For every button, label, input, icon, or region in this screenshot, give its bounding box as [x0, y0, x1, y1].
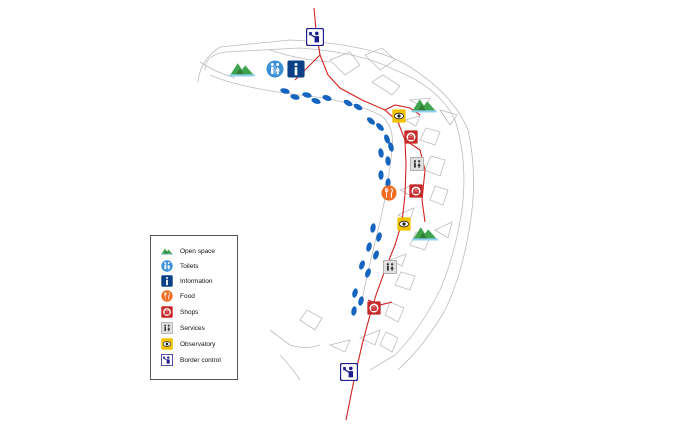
open-space-icon — [161, 245, 173, 257]
legend-item-services: Services — [161, 321, 205, 335]
legend-label: Observatory — [180, 340, 216, 348]
open-space-icon — [411, 99, 437, 113]
observatory-icon — [161, 338, 173, 350]
legend-label: Food — [180, 292, 195, 300]
legend-label: Border control — [180, 356, 221, 364]
toilets-icon — [161, 260, 173, 272]
legend-item-information: Information — [161, 274, 213, 288]
food-icon — [161, 290, 173, 302]
legend-item-border-control: Border control — [161, 353, 221, 367]
border-control-icon — [340, 363, 358, 381]
shops-icon — [161, 306, 173, 318]
shops-icon — [404, 130, 418, 144]
information-icon — [161, 275, 173, 287]
observatory-icon — [392, 109, 406, 123]
legend-item-shops: Shops — [161, 305, 198, 319]
shops-icon — [409, 184, 423, 198]
border-control-icon — [161, 354, 173, 366]
legend-label: Open space — [180, 247, 216, 255]
services-icon — [161, 322, 173, 334]
information-icon — [287, 60, 305, 78]
street-outlines — [197, 39, 474, 381]
legend-item-observatory: Observatory — [161, 337, 215, 351]
legend-label: Shops — [180, 308, 199, 316]
open-space-icon — [229, 63, 255, 77]
legend-label: Toilets — [180, 262, 199, 270]
legend-item-open-space: Open space — [161, 244, 215, 258]
legend-label: Services — [180, 324, 205, 332]
legend-label: Information — [180, 277, 213, 285]
trail-path — [294, 7, 426, 421]
observatory-icon — [397, 217, 411, 231]
shops-icon — [367, 301, 381, 315]
border-control-icon — [306, 28, 324, 46]
legend-item-food: Food — [161, 289, 195, 303]
map-legend: Open space Toilets Information Food Shop… — [150, 235, 238, 380]
footprint-trail — [279, 87, 395, 317]
legend-item-toilets: Toilets — [161, 259, 198, 273]
services-icon — [410, 157, 424, 171]
toilets-icon — [266, 60, 284, 78]
open-space-icon — [412, 227, 438, 241]
services-icon — [383, 260, 397, 274]
food-icon — [381, 185, 397, 201]
